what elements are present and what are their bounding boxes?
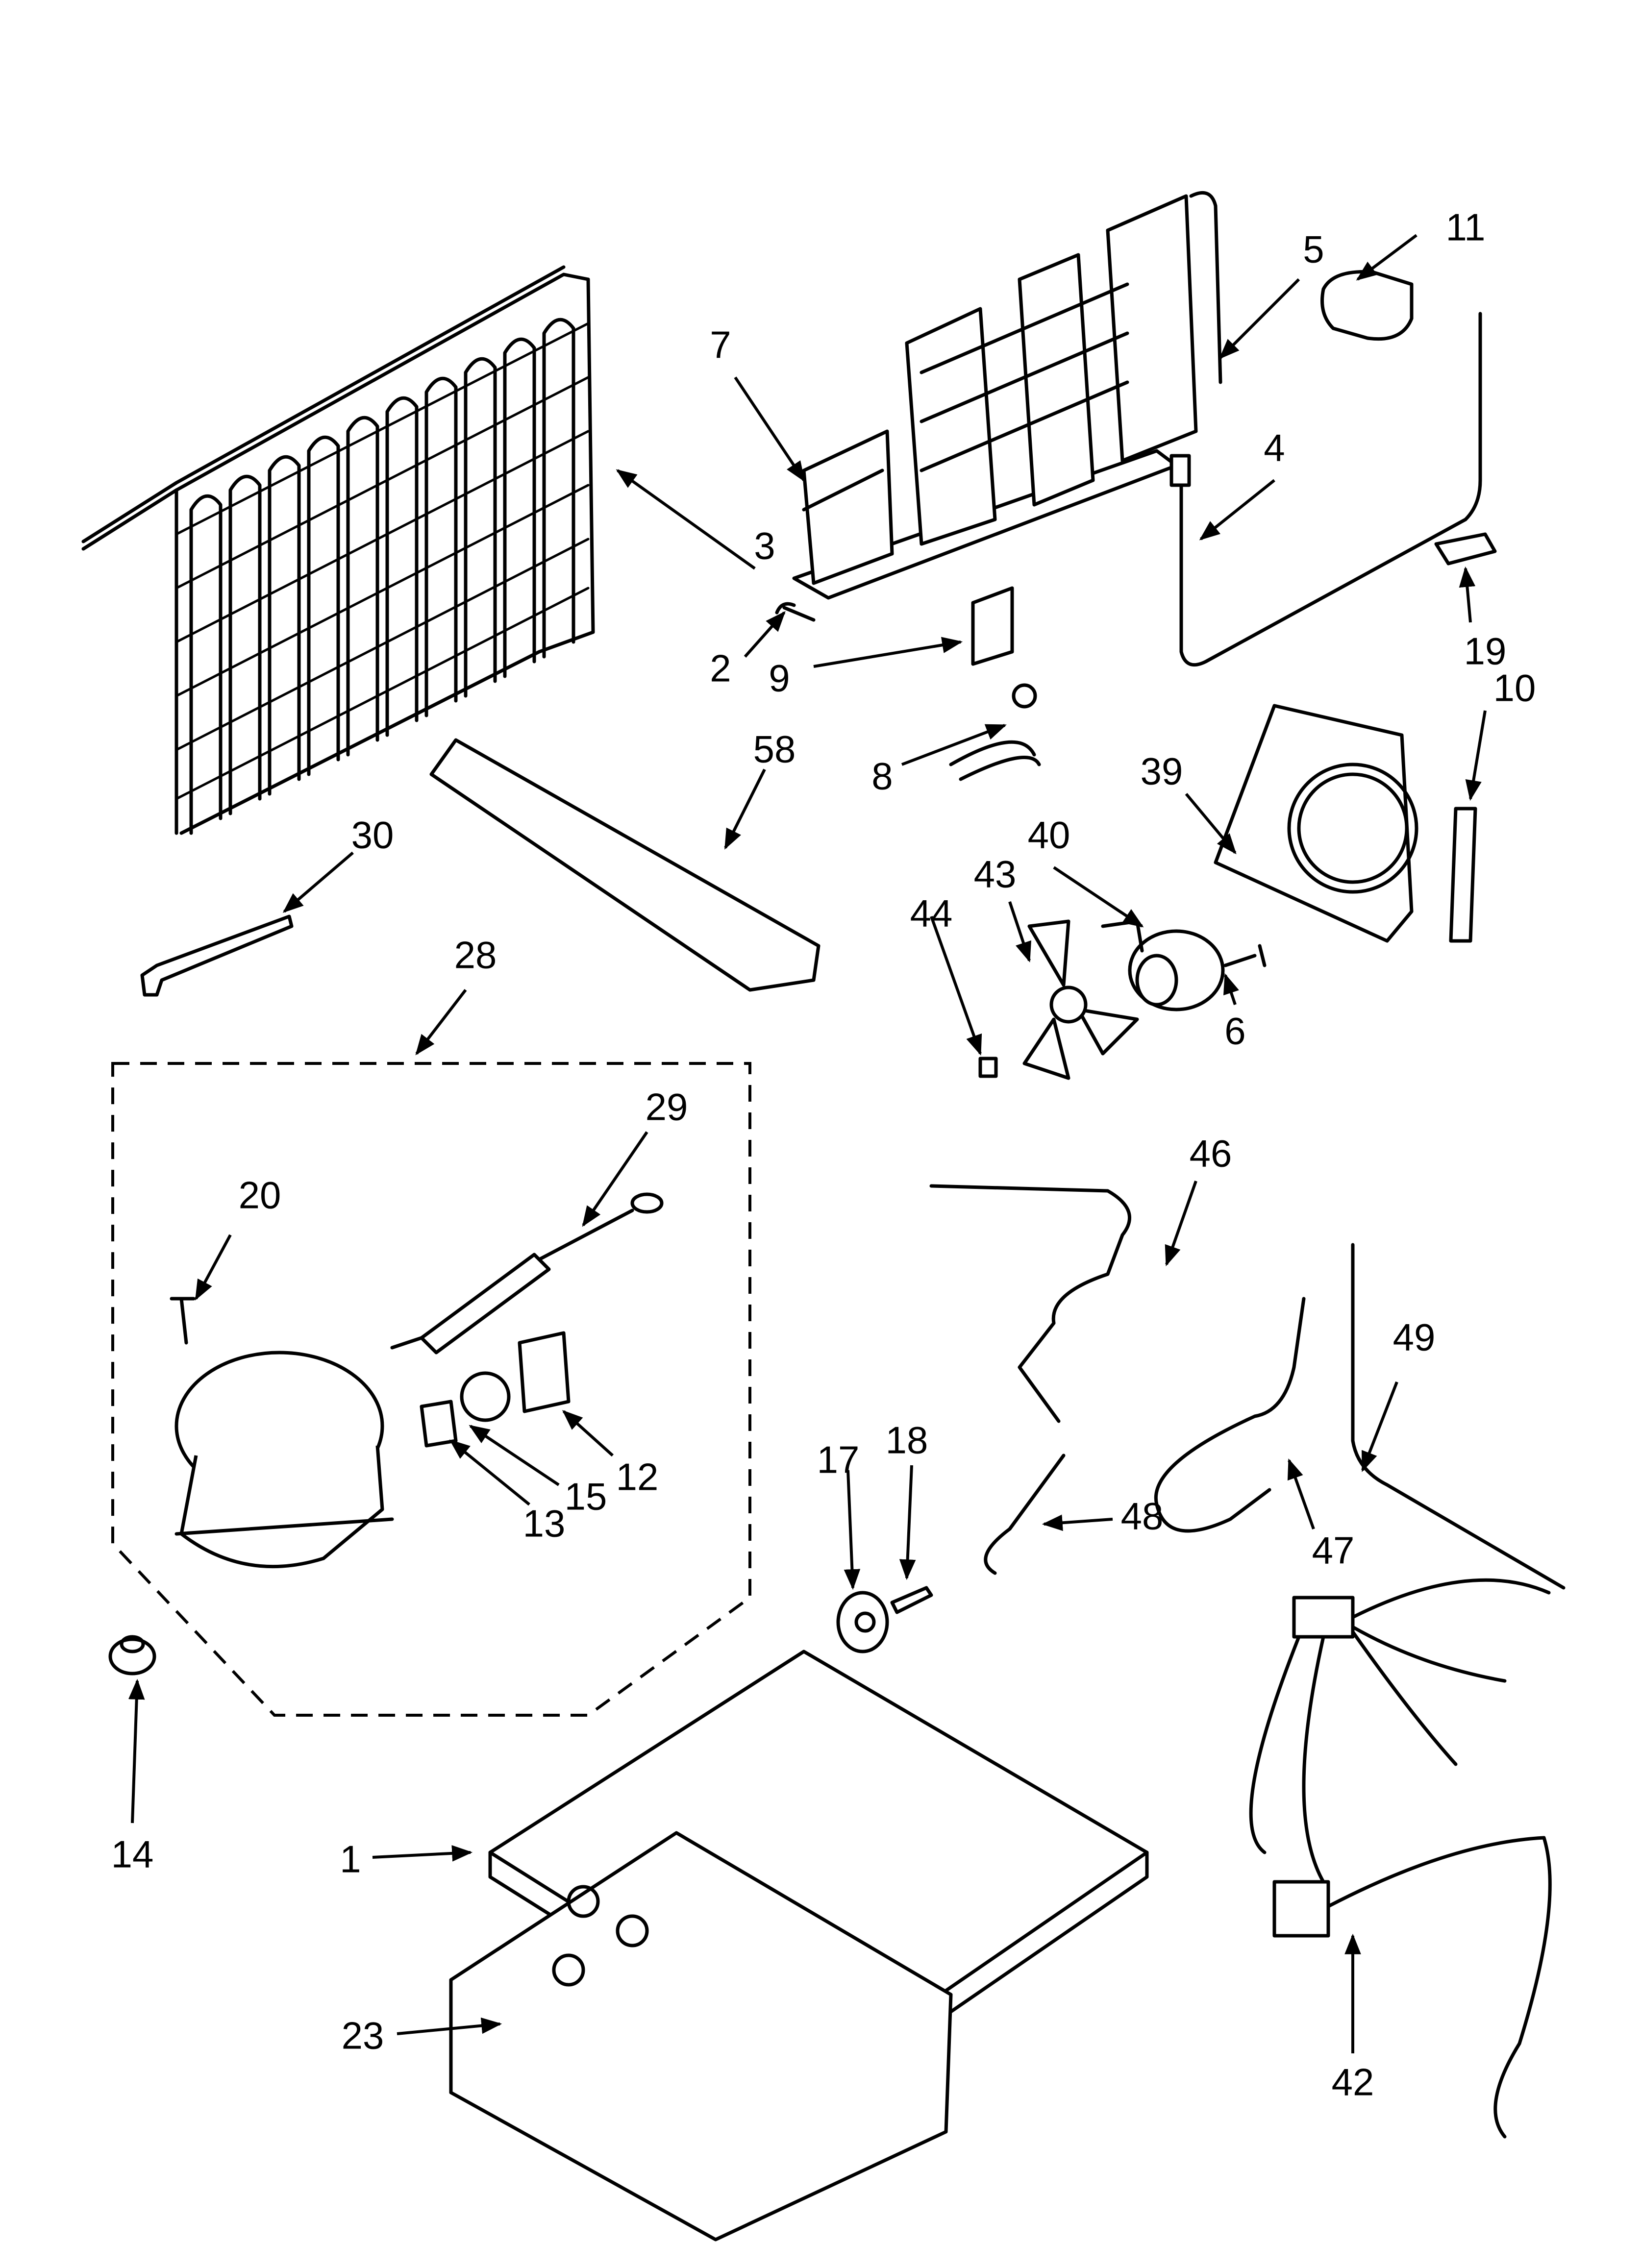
callout-47: 47 xyxy=(1312,1529,1355,1572)
callout-48: 48 xyxy=(1121,1495,1164,1538)
tube-48 xyxy=(984,1454,1066,1575)
evaporator-assembly xyxy=(792,191,1222,600)
callout-10: 10 xyxy=(1493,666,1536,710)
callout-4: 4 xyxy=(1264,426,1285,469)
callout-43: 43 xyxy=(974,853,1017,896)
insulation-sheet xyxy=(449,1831,953,2242)
leader-lines xyxy=(128,234,1487,2053)
callout-23: 23 xyxy=(342,2014,384,2057)
screw-part xyxy=(775,602,816,622)
filter-drier xyxy=(390,1192,664,1355)
callout-3: 3 xyxy=(754,524,775,567)
callout-29: 29 xyxy=(646,1085,688,1129)
callout-14: 14 xyxy=(111,1833,154,1876)
bracket-part xyxy=(971,586,1014,666)
callout-6: 6 xyxy=(1224,1010,1245,1053)
overload-part xyxy=(460,1371,511,1422)
callout-labels: 3 7 5 11 4 2 9 19 8 10 39 40 43 44 6 58 … xyxy=(111,206,1536,2104)
condenser-coil xyxy=(81,265,595,835)
callout-28: 28 xyxy=(454,934,497,977)
callout-7: 7 xyxy=(710,323,731,367)
motor-screw xyxy=(1223,944,1267,967)
cap-part xyxy=(1320,270,1414,341)
callout-58: 58 xyxy=(753,728,796,771)
callout-39: 39 xyxy=(1141,750,1183,793)
callout-11: 11 xyxy=(1446,206,1486,249)
compressor-group-outline xyxy=(111,1062,751,1717)
callout-5: 5 xyxy=(1303,228,1324,271)
callout-1: 1 xyxy=(340,1838,361,1881)
blade-clip xyxy=(978,1057,998,1078)
fan-motor xyxy=(1101,919,1225,1011)
callout-42: 42 xyxy=(1332,2061,1374,2104)
callout-17: 17 xyxy=(817,1438,860,1481)
callout-18: 18 xyxy=(886,1419,928,1462)
callout-30: 30 xyxy=(351,814,394,857)
mount-grommet xyxy=(836,1591,889,1653)
callout-13: 13 xyxy=(523,1502,566,1545)
callout-9: 9 xyxy=(769,657,790,700)
clip-part xyxy=(1434,532,1497,566)
callout-44: 44 xyxy=(910,892,953,935)
callout-40: 40 xyxy=(1028,814,1070,857)
harness-plug xyxy=(1169,454,1191,487)
thermistor-part xyxy=(949,683,1041,781)
fan-shroud xyxy=(1214,704,1418,943)
callout-19: 19 xyxy=(1464,630,1507,673)
grommet-part xyxy=(108,1635,156,1676)
callout-49: 49 xyxy=(1393,1316,1436,1359)
mount-bolt xyxy=(890,1586,933,1614)
compressor xyxy=(174,1351,394,1569)
tube-46 xyxy=(929,1184,1131,1423)
drain-pan xyxy=(429,738,820,992)
callout-8: 8 xyxy=(871,755,893,798)
callout-15: 15 xyxy=(565,1475,607,1518)
callout-46: 46 xyxy=(1190,1132,1232,1175)
strip-part xyxy=(1449,807,1477,943)
relay-part xyxy=(518,1331,571,1413)
terminal-connector xyxy=(420,1400,458,1448)
tube-47 xyxy=(1154,1297,1306,1533)
wiring-harness xyxy=(1249,1578,1552,2139)
defrost-harness xyxy=(1179,312,1482,667)
callout-20: 20 xyxy=(239,1174,281,1217)
fan-blade xyxy=(1022,919,1139,1080)
compressor-screw xyxy=(170,1297,196,1345)
cable-tie xyxy=(140,914,294,997)
callout-2: 2 xyxy=(710,647,731,690)
callout-12: 12 xyxy=(616,1455,659,1499)
